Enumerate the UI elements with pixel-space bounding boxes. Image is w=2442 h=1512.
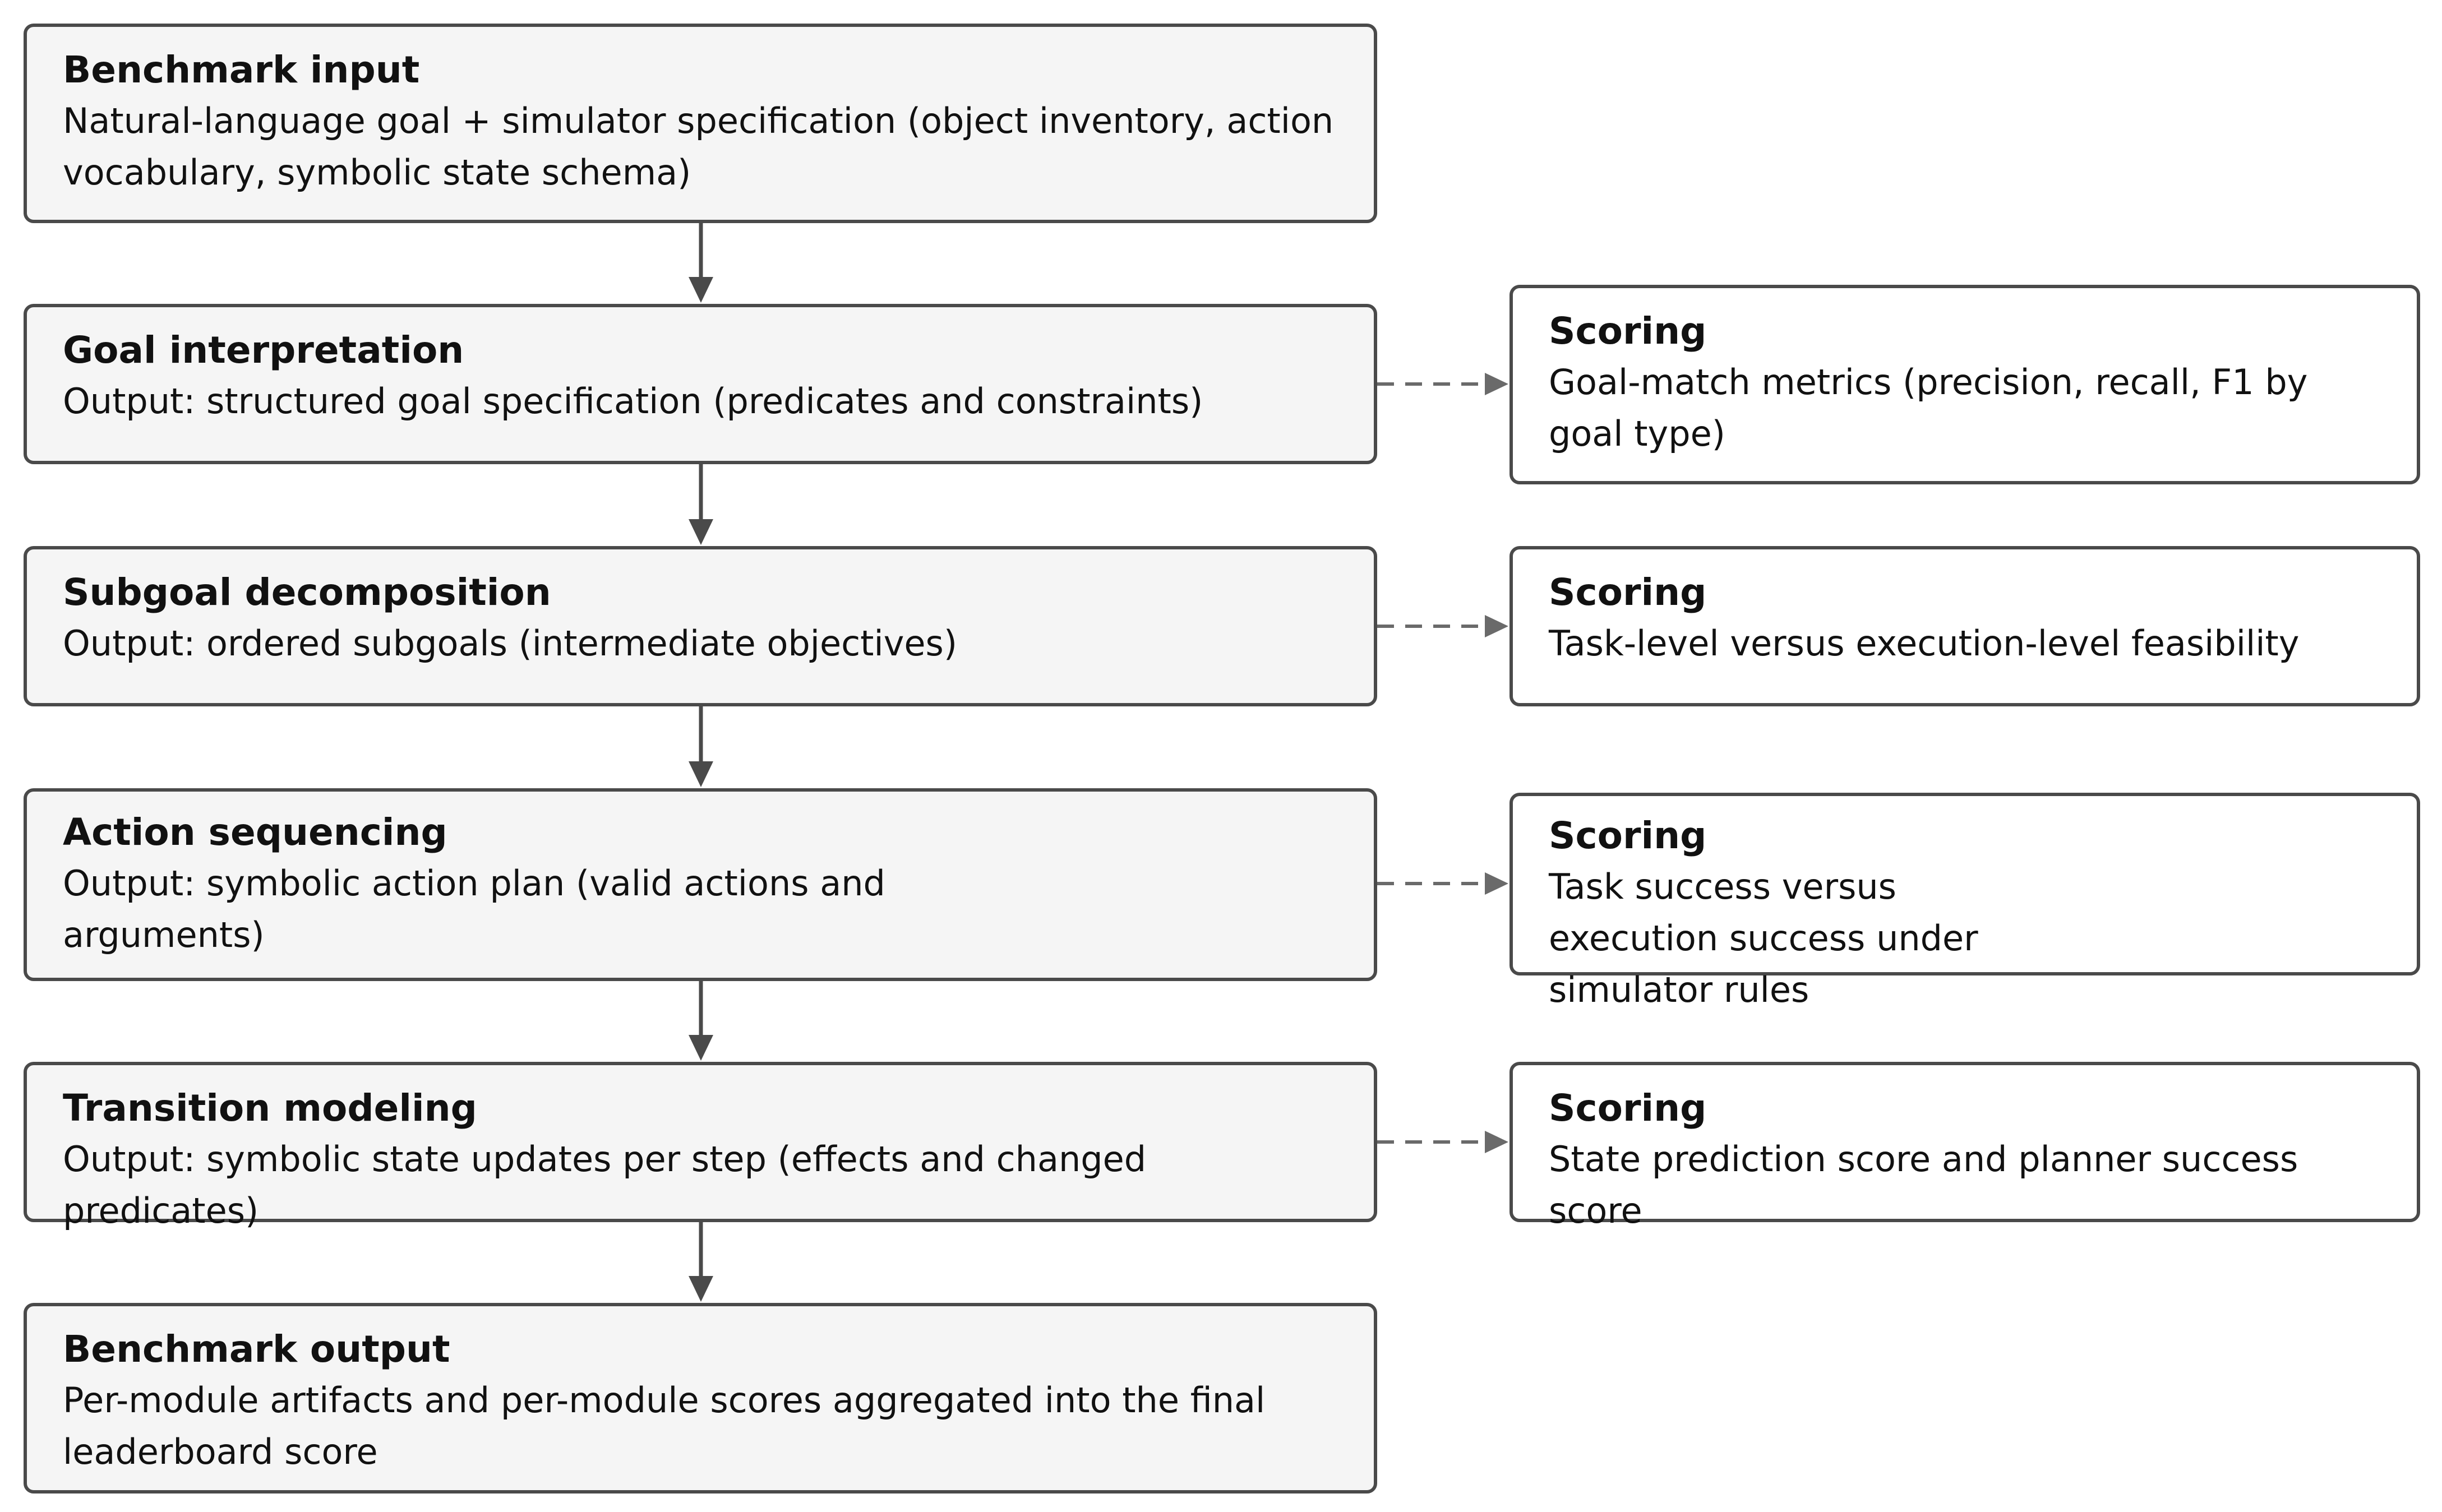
step-title: Benchmark output [63,1328,450,1371]
step-title: Subgoal decomposition [63,571,551,614]
scoring-arrow-subgoal-decomposition [1377,615,1508,637]
step-title: Action sequencing [63,811,447,854]
flow-arrow-subgoal-to-action [689,706,713,787]
scoring-description: State prediction score and planner succe… [1549,1139,2298,1231]
scoring-subgoal-decomposition: Scoring Task-level versus execution-leve… [1509,546,2420,706]
scoring-arrow-transition-modeling [1377,1131,1508,1153]
flow-arrow-input-to-goal [689,223,713,303]
step-description: Output: ordered subgoals (intermediate o… [63,623,958,664]
step-transition-modeling: Transition modeling Output: symbolic sta… [24,1062,1377,1231]
step-description: Natural-language goal + simulator specif… [63,100,1334,193]
scoring-title: Scoring [1549,571,1707,614]
scoring-description: Goal-match metrics (precision, recall, F… [1549,362,2308,454]
step-description: Output: structured goal specification (p… [63,381,1203,422]
step-title: Benchmark input [63,48,420,91]
scoring-title: Scoring [1549,1086,1707,1130]
step-subgoal-decomposition: Subgoal decomposition Output: ordered su… [24,546,1377,706]
flow-arrow-transition-to-output [689,1222,713,1302]
scoring-action-sequencing: Scoring Task success versus execution su… [1509,793,2420,1010]
step-benchmark-output: Benchmark output Per-module artifacts an… [24,1303,1377,1493]
step-description: Output: symbolic action plan (valid acti… [63,863,885,955]
scoring-goal-interpretation: Scoring Goal-match metrics (precision, r… [1509,285,2420,484]
step-description: Output: symbolic state updates per step … [63,1139,1147,1231]
flow-arrow-goal-to-subgoal [689,464,713,545]
step-title: Goal interpretation [63,329,464,372]
scoring-transition-modeling: Scoring State prediction score and plann… [1509,1062,2420,1231]
step-title: Transition modeling [63,1086,477,1130]
flow-arrow-action-to-transition [689,981,713,1061]
scoring-title: Scoring [1549,309,1707,353]
scoring-description: Task success versus execution success un… [1549,866,1978,1010]
scoring-arrow-goal-interpretation [1377,373,1508,395]
scoring-description: Task-level versus execution-level feasib… [1549,623,2300,664]
step-goal-interpretation: Goal interpretation Output: structured g… [24,304,1377,464]
scoring-arrow-action-sequencing [1377,872,1508,895]
scoring-title: Scoring [1549,814,1707,857]
step-action-sequencing: Action sequencing Output: symbolic actio… [24,788,1377,981]
step-benchmark-input: Benchmark input Natural-language goal + … [24,24,1377,223]
step-description: Per-module artifacts and per-module scor… [63,1380,1266,1472]
